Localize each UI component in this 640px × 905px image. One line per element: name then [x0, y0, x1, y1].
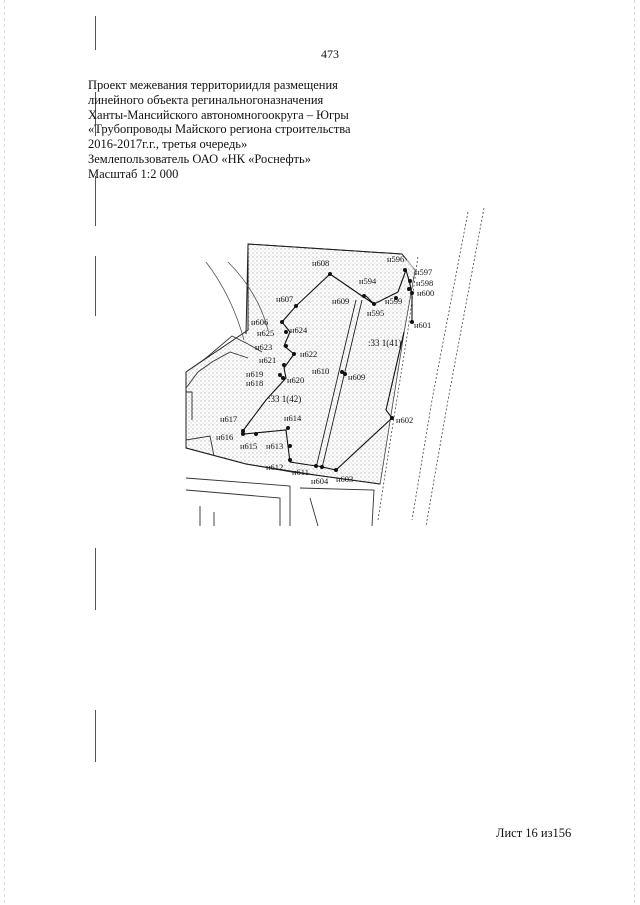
boundary-outline — [185, 243, 403, 485]
label-p608: н608 — [312, 258, 329, 268]
label-p610: н610 — [312, 366, 329, 376]
zone-label-41: :33 1(41) — [368, 338, 401, 348]
label-p609-top: н609 — [332, 296, 349, 306]
label-p601: н601 — [414, 320, 431, 330]
zone-42-boundary — [241, 273, 331, 467]
document-title-block: Проект межевания территориидля размещени… — [88, 78, 418, 182]
label-p603: н603 — [336, 474, 353, 484]
label-p618: н618 — [246, 378, 263, 388]
label-p620: н620 — [287, 375, 304, 385]
label-p622: н622 — [300, 349, 317, 359]
label-p616: н616 — [216, 432, 233, 442]
margin-mark — [95, 256, 96, 316]
margin-mark — [95, 710, 96, 762]
label-p595: н595 — [367, 308, 384, 318]
label-p606: н606 — [251, 317, 268, 327]
title-line: 2016-2017г.г., третья очередь» — [88, 137, 248, 152]
label-p597: н597 — [415, 267, 432, 277]
left-scan-edge — [4, 0, 5, 905]
zone-label-42: :33 1(42) — [268, 394, 301, 404]
margin-mark — [95, 92, 96, 136]
label-p602: н602 — [396, 415, 413, 425]
label-p609: н609 — [348, 372, 365, 382]
sheet-number: Лист 16 из156 — [496, 826, 572, 840]
terrain-curve — [205, 261, 269, 341]
pipeline-corridor — [315, 299, 363, 469]
page-number: 473 — [321, 47, 339, 61]
point-labels: н596 н597 н598 н600 н599 н594 н595 н601 … — [216, 254, 434, 486]
label-p619: н619 — [246, 369, 263, 379]
label-p623: н623 — [255, 342, 272, 352]
right-scan-edge — [634, 0, 635, 905]
label-p594: н594 — [359, 276, 377, 286]
scale-line: Масштаб 1:2 000 — [88, 166, 179, 181]
label-p596: н596 — [387, 254, 404, 264]
label-p598: н598 — [416, 278, 433, 288]
label-p607: н607 — [276, 294, 293, 304]
margin-mark — [95, 176, 96, 226]
label-p617: н617 — [220, 414, 237, 424]
label-p624: н624 — [290, 325, 308, 335]
label-p612: н612 — [266, 462, 283, 472]
label-p621: н621 — [259, 355, 276, 365]
title-line: линейного объекта регинальногоназначения — [88, 92, 324, 107]
label-p613: н613 — [266, 441, 283, 451]
title-line: «Трубопроводы Майского региона строитель… — [88, 122, 351, 137]
margin-mark — [95, 16, 96, 50]
label-p600: н600 — [417, 288, 434, 298]
label-p599: н599 — [385, 296, 402, 306]
margin-mark — [95, 548, 96, 610]
construction-zone-41 — [318, 254, 415, 484]
label-p625: н625 — [257, 328, 274, 338]
title-line: Проект межевания территориидля размещени… — [88, 78, 338, 92]
land-user-line: Землепользователь ОАО «НК «Роснефть» — [88, 151, 311, 166]
survey-point-markers — [241, 268, 414, 472]
label-p604: н604 — [311, 476, 329, 486]
label-p614: н614 — [284, 413, 302, 423]
title-line: Ханты-Мансийского автономногоокруга – Юг… — [88, 107, 349, 122]
adjacent-parcel-lines — [185, 335, 375, 527]
label-p615: н615 — [240, 441, 257, 451]
label-p611: н611 — [292, 467, 309, 477]
